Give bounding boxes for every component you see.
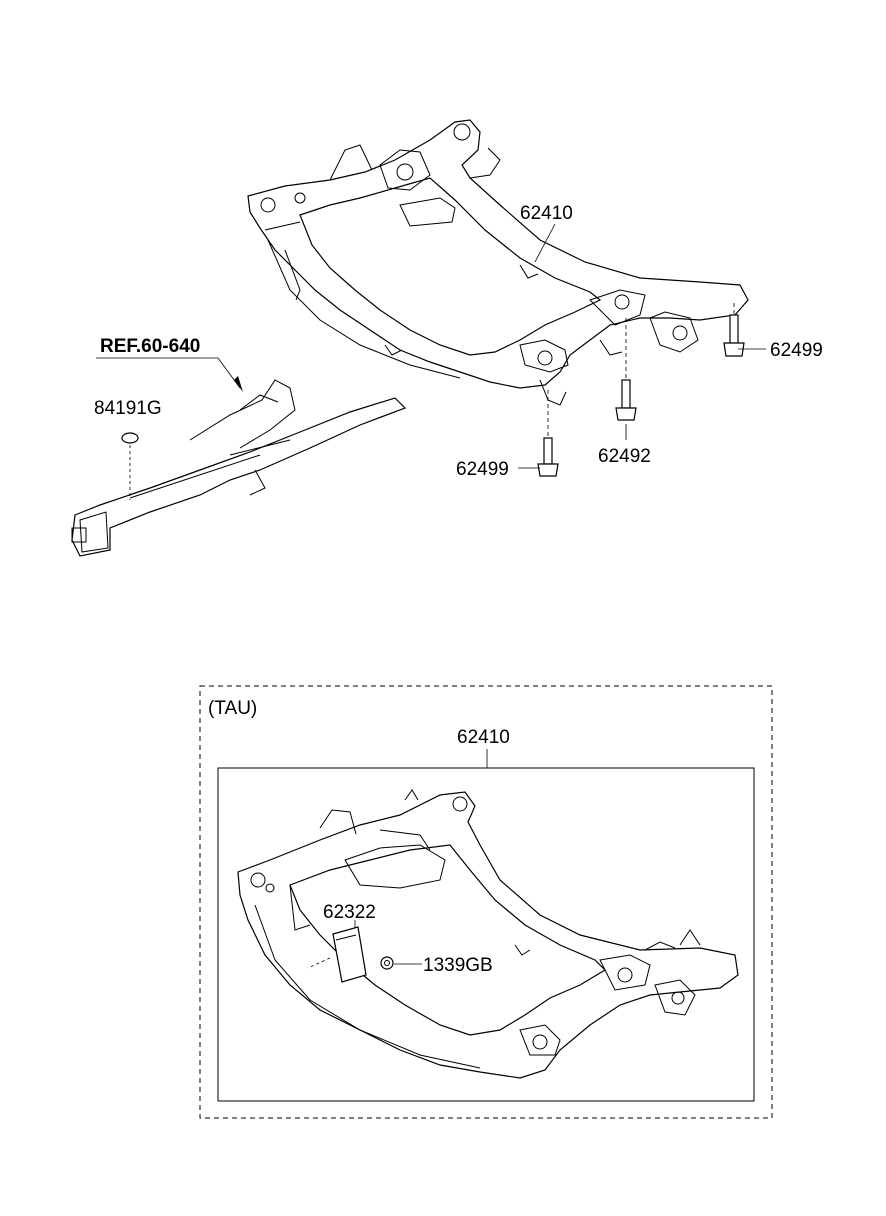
subframe-62410-drawing bbox=[247, 119, 749, 406]
bolt-62499-right-drawing bbox=[723, 314, 745, 357]
callout-84191G: 84191G bbox=[94, 398, 162, 419]
plug-84191G-drawing bbox=[121, 432, 139, 444]
callout-62322: 62322 bbox=[323, 902, 376, 923]
nut-1339GB-drawing bbox=[380, 956, 394, 970]
callout-62492: 62492 bbox=[598, 446, 651, 467]
tau-variant-box bbox=[199, 685, 773, 1119]
callout-reference: REF.60-640 bbox=[100, 336, 200, 357]
bolt-62492-drawing bbox=[615, 379, 637, 421]
callout-62410: 62410 bbox=[520, 203, 573, 224]
tau-subframe-drawing bbox=[237, 789, 739, 1079]
bracket-62322-drawing bbox=[332, 926, 367, 983]
tau-title: (TAU) bbox=[208, 698, 257, 719]
side-member-drawing bbox=[71, 379, 407, 557]
bolt-62499-front-drawing bbox=[537, 437, 559, 477]
callout-62499-right: 62499 bbox=[770, 340, 823, 361]
tau-subframe-frame bbox=[217, 767, 755, 1102]
callout-62499-front: 62499 bbox=[456, 459, 509, 480]
leader-lines bbox=[96, 223, 766, 500]
callout-1339GB: 1339GB bbox=[423, 955, 493, 976]
callout-tau-62410: 62410 bbox=[457, 727, 510, 748]
